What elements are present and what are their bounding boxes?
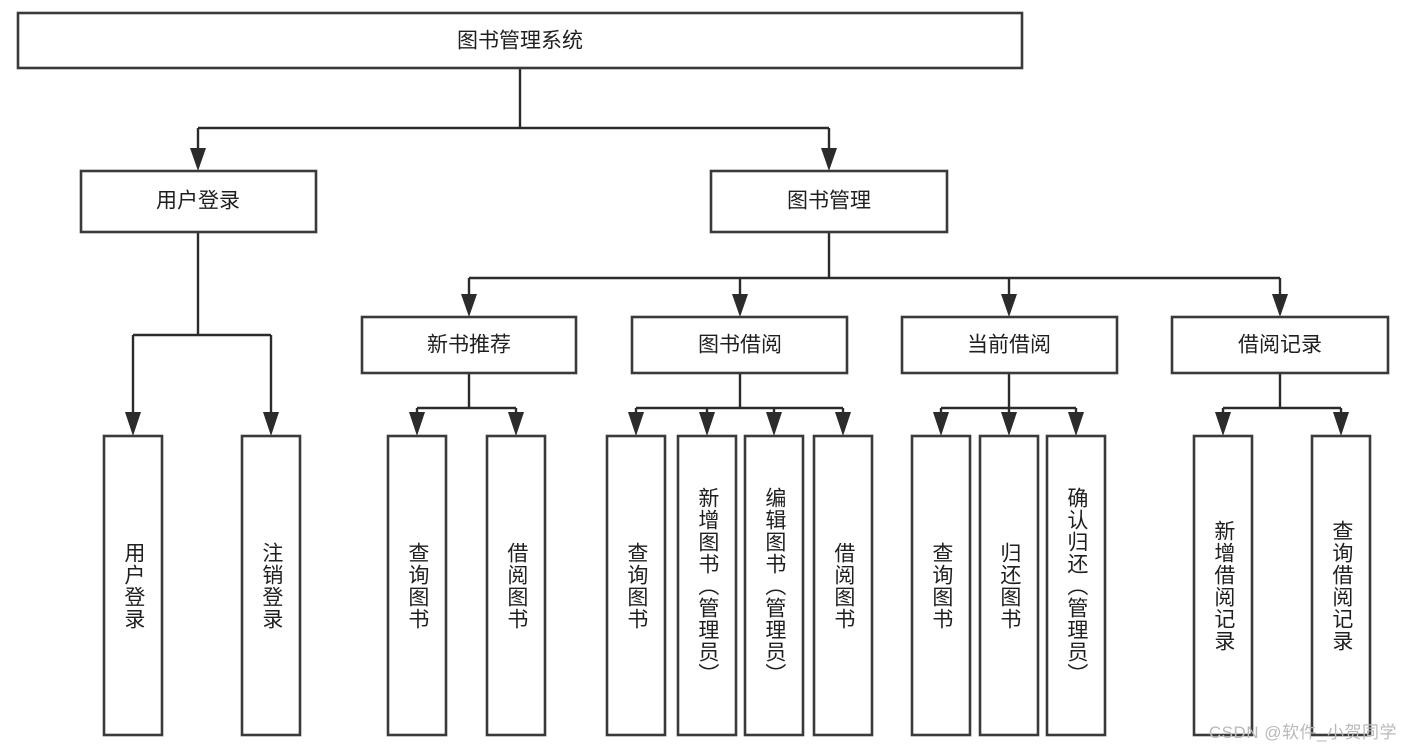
arrow-head-new-book <box>461 294 477 317</box>
node-new-book-box[interactable] <box>360 315 578 375</box>
arrow-head-book-borrow <box>732 294 748 317</box>
arrow-head-user-login-leaf-2 <box>263 412 279 436</box>
node-borrow-record-box[interactable] <box>1170 315 1390 375</box>
connector-layer <box>125 68 1349 436</box>
csdn-watermark: CSDN @软件_小贺同学 <box>1208 723 1397 742</box>
node-current-borrow-box[interactable] <box>900 315 1119 375</box>
arrow-head-current-borrow <box>1001 294 1017 317</box>
arrow-head-user-login-leaf-1 <box>125 412 141 436</box>
leaf-current-borrow-1-box[interactable] <box>910 434 972 737</box>
leaf-borrow-record-1-box[interactable] <box>1192 434 1254 737</box>
node-book-borrow-label: 图书借阅 <box>698 334 782 357</box>
horizontal-label-layer: 图书管理系统 用户登录 图书管理 新书推荐 图书借阅 当前借阅 借阅记录 <box>156 30 1322 357</box>
leaf-book-borrow-3-box[interactable] <box>743 434 805 737</box>
node-book-borrow-box[interactable] <box>630 315 849 375</box>
leaf-new-book-1-box[interactable] <box>386 434 448 737</box>
arrow-head-book-borrow-leaf-3 <box>766 412 782 436</box>
arrow-head-book-borrow-leaf-4 <box>835 412 851 436</box>
node-user-login-label: 用户登录 <box>156 190 240 213</box>
arrow-head-book-borrow-leaf-2 <box>699 412 715 436</box>
leaf-current-borrow-2-box[interactable] <box>978 434 1040 737</box>
arrow-head-book-mgmt <box>821 148 837 171</box>
leaf-book-borrow-1-box[interactable] <box>605 434 667 737</box>
arrow-head-user-login <box>190 148 206 171</box>
leaf-user-login-2-box[interactable] <box>240 434 302 737</box>
arrow-head-current-borrow-leaf-1 <box>933 412 949 436</box>
node-root-box[interactable] <box>16 11 1024 70</box>
arrow-head-new-book-leaf-1 <box>409 412 425 436</box>
leaf-current-borrow-3-box[interactable] <box>1045 434 1107 737</box>
node-box-layer <box>16 11 1390 737</box>
leaf-new-book-2-box[interactable] <box>485 434 547 737</box>
node-current-borrow-label: 当前借阅 <box>967 334 1051 357</box>
node-root-label: 图书管理系统 <box>457 30 583 53</box>
arrow-head-current-borrow-leaf-3 <box>1068 412 1084 436</box>
arrow-head-borrow-record-leaf-2 <box>1333 412 1349 436</box>
arrow-head-book-borrow-leaf-1 <box>628 412 644 436</box>
arrow-head-current-borrow-leaf-2 <box>1001 412 1017 436</box>
node-borrow-record-label: 借阅记录 <box>1238 334 1322 357</box>
leaf-borrow-record-2-box[interactable] <box>1310 434 1372 737</box>
arrow-head-new-book-leaf-2 <box>508 412 524 436</box>
leaf-user-login-1-box[interactable] <box>102 434 164 737</box>
node-book-mgmt-box[interactable] <box>709 169 949 234</box>
arrow-head-borrow-record <box>1272 294 1288 317</box>
node-user-login-box[interactable] <box>79 169 318 234</box>
leaf-book-borrow-2-box[interactable] <box>676 434 738 737</box>
node-book-mgmt-label: 图书管理 <box>787 190 871 213</box>
leaf-book-borrow-4-box[interactable] <box>812 434 874 737</box>
node-new-book-label: 新书推荐 <box>427 334 511 357</box>
arrow-head-borrow-record-leaf-1 <box>1215 412 1231 436</box>
